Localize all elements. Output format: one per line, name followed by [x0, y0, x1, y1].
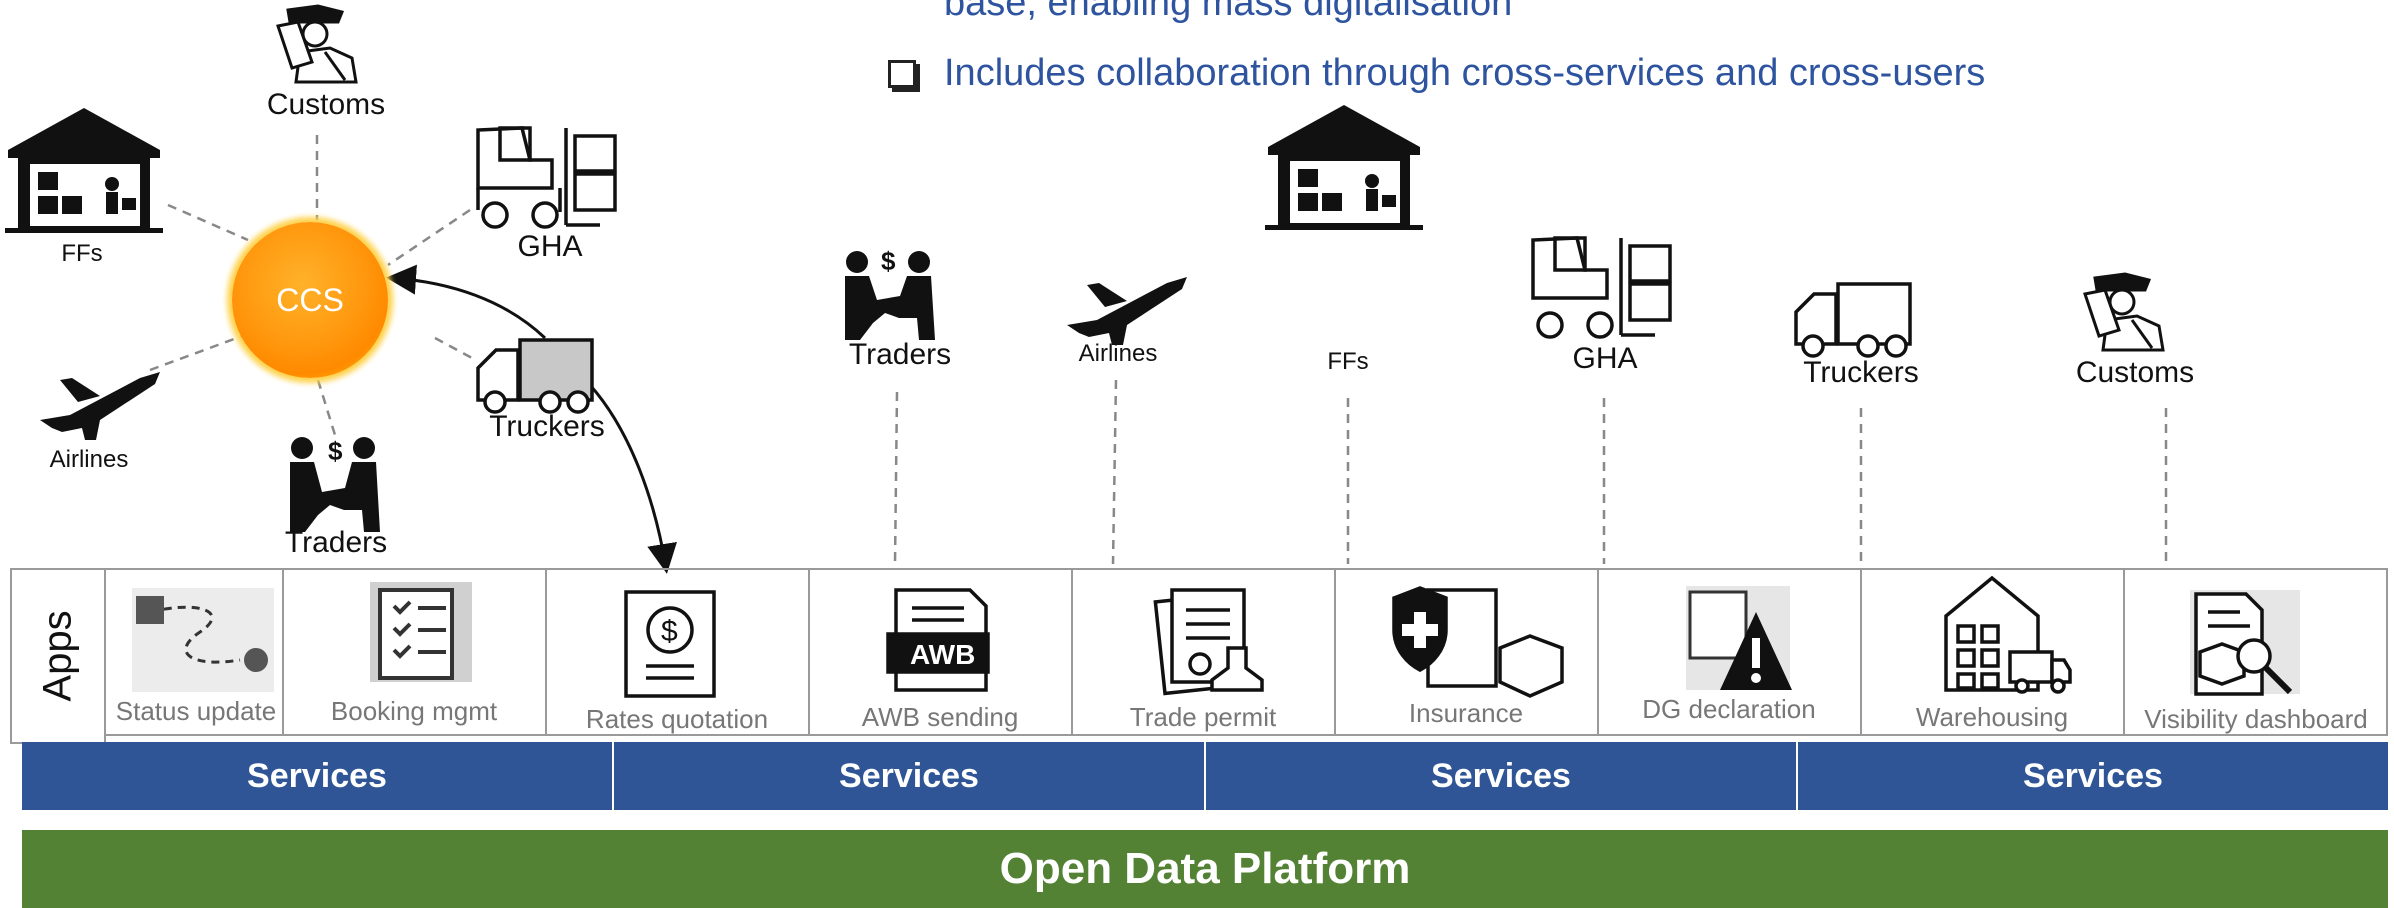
apps-tab-label: Apps [35, 610, 80, 702]
warehousing-icon [1944, 575, 2072, 694]
rates-quotation-icon: $ [624, 590, 716, 698]
app-insurance[interactable]: Insurance [1408, 698, 1524, 728]
app-status-update[interactable]: Status update [115, 696, 277, 726]
services-bar-1: Services [22, 742, 612, 810]
truck-icon [476, 338, 594, 414]
status-update-icon [132, 588, 274, 692]
booking-management-icon [370, 582, 472, 682]
app-visibility-dashboard[interactable]: Visibility dashboard [2144, 704, 2368, 734]
user-label-truckers: Truckers [1803, 356, 1919, 389]
app-divider [1597, 570, 1599, 736]
open-data-platform-bar: Open Data Platform [22, 830, 2388, 908]
apps-tab: Apps [10, 568, 106, 744]
ccs-hub: CCS [232, 222, 388, 378]
services-bar-2: Services [614, 742, 1204, 810]
hub-label-ffs: FFs [61, 240, 103, 267]
svg-text:$: $ [881, 246, 896, 276]
hub-label-customs: Customs [266, 88, 386, 121]
user-label-ffs: FFs [1327, 348, 1369, 375]
hub-label-airlines: Airlines [49, 446, 129, 473]
visibility-dashboard-icon [2190, 590, 2300, 696]
app-divider [1860, 570, 1862, 736]
app-divider [282, 570, 284, 736]
warehouse-icon [1265, 161, 1423, 230]
svg-text:$: $ [328, 436, 343, 466]
customs-officer-icon [276, 4, 358, 84]
app-dg-declaration[interactable]: DG declaration [1642, 694, 1816, 724]
forklift-icon [476, 126, 617, 229]
traders-handshake-icon: $ [845, 246, 935, 340]
user-label-traders: Traders [848, 338, 952, 371]
app-booking-mgmt[interactable]: Booking mgmt [330, 696, 498, 726]
app-divider [545, 570, 547, 736]
services-bar-4: Services [1798, 742, 2388, 810]
services-bar-3: Services [1206, 742, 1796, 810]
app-divider [1071, 570, 1073, 736]
bullet-text-partial: base, enabling mass digitalisation [944, 0, 1513, 24]
truck-icon [1794, 282, 1912, 358]
airplane-icon [1067, 277, 1187, 345]
traders-handshake-icon: $ [290, 436, 380, 532]
app-rates-quotation[interactable]: Rates quotation [585, 704, 769, 734]
app-warehousing[interactable]: Warehousing [1915, 702, 2069, 732]
user-label-airlines: Airlines [1078, 340, 1158, 367]
hub-label-truckers: Truckers [489, 410, 605, 443]
hub-label-gha: GHA [517, 230, 583, 263]
app-divider [1334, 570, 1336, 736]
user-label-gha: GHA [1572, 342, 1638, 375]
app-awb-sending[interactable]: AWB sending [861, 702, 1019, 732]
app-divider [2123, 570, 2125, 736]
bullet-checkbox-icon [888, 60, 916, 88]
awb-text: AWB [910, 639, 975, 670]
bullet-text-main: Includes collaboration through cross-ser… [944, 52, 1986, 94]
awb-document-icon: AWB [886, 588, 990, 692]
insurance-icon [1392, 586, 1564, 698]
trade-permit-icon [1153, 588, 1264, 696]
user-label-customs: Customs [2075, 356, 2195, 389]
svg-text:$: $ [661, 615, 678, 648]
warehouse-icon [5, 108, 163, 233]
hub-label-traders: Traders [284, 526, 388, 559]
app-trade-permit[interactable]: Trade permit [1129, 702, 1277, 732]
customs-officer-icon [2083, 272, 2165, 352]
app-divider [808, 570, 810, 736]
airplane-icon [40, 372, 160, 440]
forklift-icon [1531, 236, 1672, 339]
dg-declaration-icon [1686, 586, 1792, 690]
